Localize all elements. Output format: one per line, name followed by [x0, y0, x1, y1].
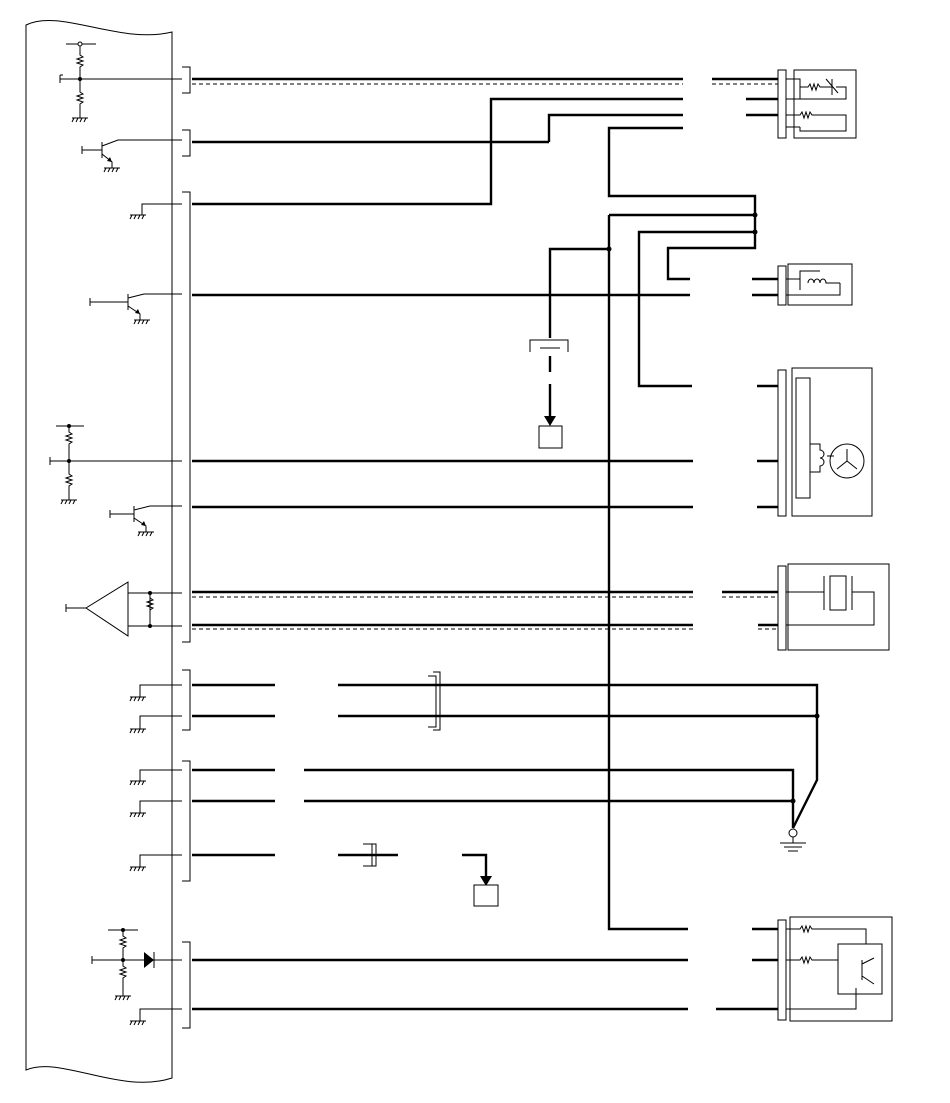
pullup-divider-2: [49, 424, 182, 505]
transistor-3: [109, 505, 182, 537]
pullup-divider-1: [59, 41, 182, 123]
ground-1: [129, 203, 182, 220]
connector-sensor-1: [777, 69, 857, 139]
diode-circuit: [91, 928, 182, 1001]
module-connectors: [182, 66, 191, 1029]
transistor-2: [89, 293, 182, 325]
wires: [192, 77, 820, 1011]
inline-connectors: [363, 339, 569, 867]
amplifier: [65, 581, 182, 637]
motor-sensor: [777, 367, 873, 517]
actuator-coil: [777, 263, 853, 306]
ground-point: [780, 828, 806, 852]
transistor-1: [81, 139, 182, 173]
control-module: [25, 20, 173, 1083]
diode-icon: [144, 952, 154, 968]
ground-block-lower: [129, 684, 182, 1026]
terminal-box-1: [538, 425, 563, 449]
terminal-box-2: [473, 884, 499, 907]
crystal-sensor: [777, 563, 890, 651]
transistor-module: [777, 916, 893, 1022]
